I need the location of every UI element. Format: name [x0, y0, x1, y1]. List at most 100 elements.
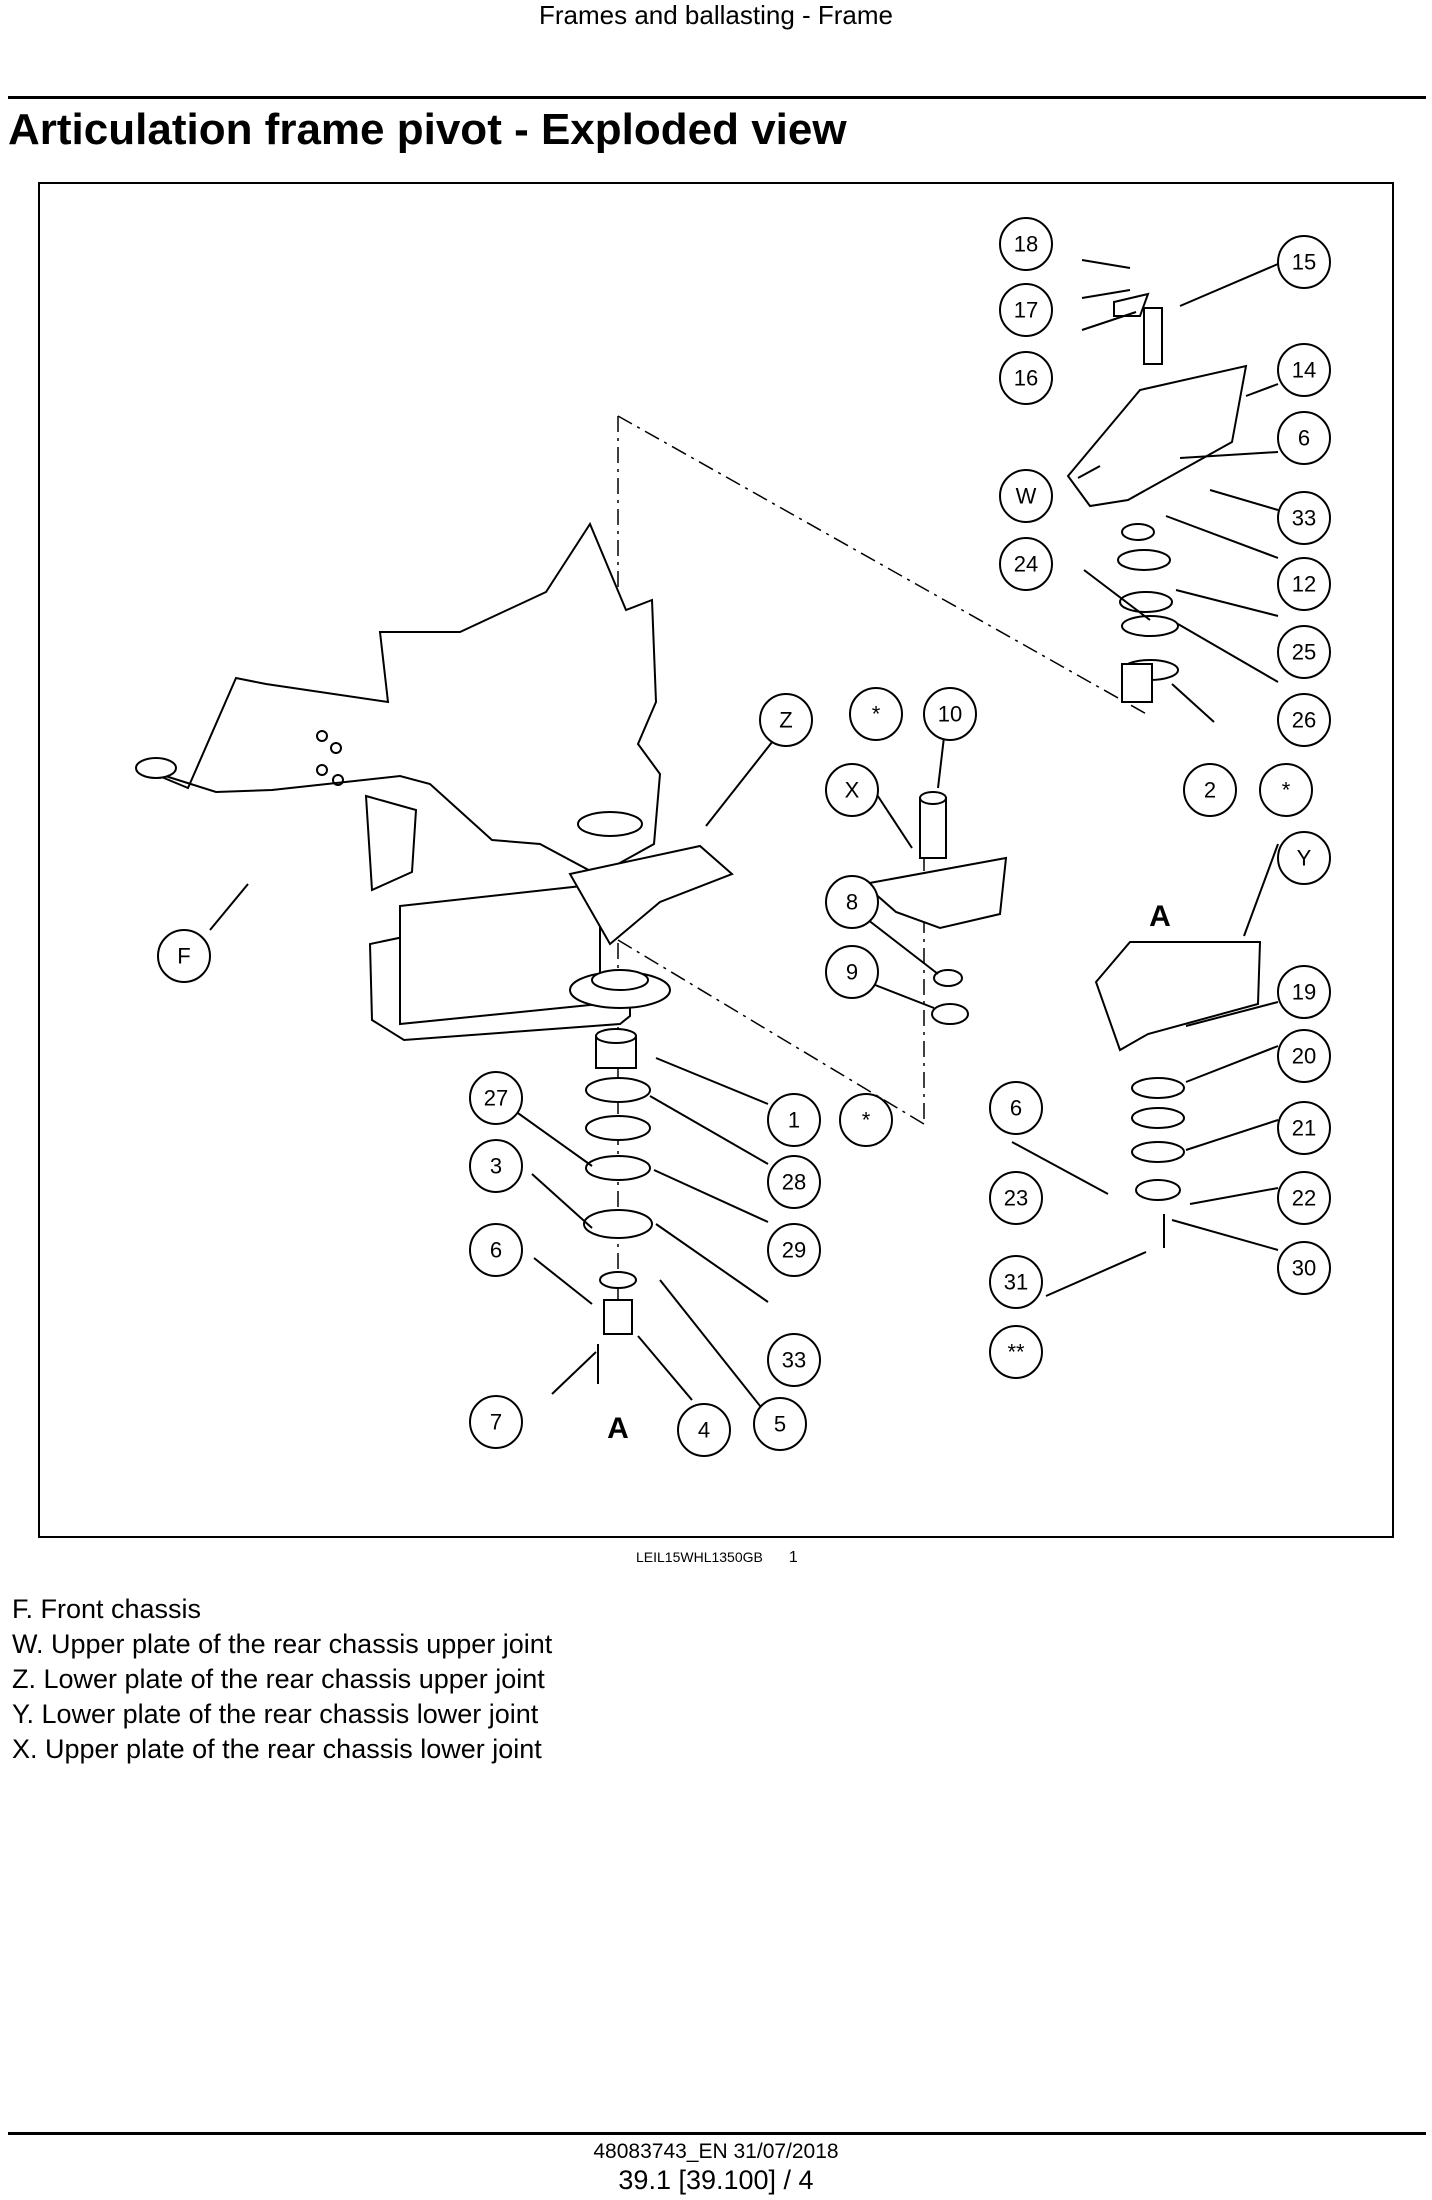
callout-26: 26 — [1277, 693, 1331, 747]
callout-x: X — [825, 763, 879, 817]
plate-z-drawing — [568, 844, 734, 946]
svg-text:29: 29 — [782, 1238, 806, 1263]
header-rule — [8, 96, 1426, 99]
svg-text:27: 27 — [484, 1086, 508, 1111]
svg-text:**: ** — [1007, 1340, 1025, 1365]
callout-15: 15 — [1277, 235, 1331, 289]
centerline-lower — [617, 939, 925, 1125]
callout-23: 23 — [989, 1171, 1043, 1225]
svg-text:6: 6 — [1010, 1096, 1022, 1121]
svg-text:12: 12 — [1292, 572, 1316, 597]
svg-text:22: 22 — [1292, 1186, 1316, 1211]
svg-text:16: 16 — [1014, 366, 1038, 391]
callout-28: 28 — [767, 1155, 821, 1209]
svg-text:24: 24 — [1014, 552, 1038, 577]
callout-7: 7 — [469, 1395, 523, 1449]
callout-asterisk-2: * — [1259, 763, 1313, 817]
svg-text:*: * — [862, 1108, 871, 1133]
figure-caption: LEIL15WHL1350GB 1 — [636, 1548, 798, 1567]
callout-double-asterisk: ** — [989, 1325, 1043, 1379]
svg-text:33: 33 — [782, 1348, 806, 1373]
footer-document-id: 48083743_EN 31/07/2018 — [593, 2140, 839, 2163]
svg-text:21: 21 — [1292, 1116, 1316, 1141]
section-header: Frames and ballasting - Frame — [538, 0, 894, 30]
callout-2: 2 — [1183, 763, 1237, 817]
page-title: Articulation frame pivot - Exploded view — [8, 105, 847, 154]
svg-text:*: * — [1282, 778, 1291, 803]
svg-text:23: 23 — [1004, 1186, 1028, 1211]
footer-page-number: 39.1 [39.100] / 4 — [618, 2165, 814, 2195]
svg-text:25: 25 — [1292, 640, 1316, 665]
svg-text:18: 18 — [1014, 232, 1038, 257]
svg-text:9: 9 — [846, 960, 858, 985]
callout-24: 24 — [999, 537, 1053, 591]
exploded-view-figure: 18 17 16 15 14 6 W 33 24 12 25 26 Z * 10… — [38, 182, 1394, 1538]
svg-text:*: * — [872, 702, 881, 727]
callout-1: 1 — [767, 1093, 821, 1147]
callout-14: 14 — [1277, 343, 1331, 397]
legend-item: W. Upper plate of the rear chassis upper… — [12, 1629, 553, 1659]
svg-text:3: 3 — [490, 1154, 502, 1179]
callout-6-left: 6 — [469, 1223, 523, 1277]
svg-text:F: F — [177, 944, 190, 969]
callout-asterisk-x: * — [849, 687, 903, 741]
callout-29: 29 — [767, 1223, 821, 1277]
svg-text:7: 7 — [490, 1410, 502, 1435]
callout-y: Y — [1277, 831, 1331, 885]
exploded-view-drawing: 18 17 16 15 14 6 W 33 24 12 25 26 Z * 10… — [135, 217, 1331, 1457]
svg-text:W: W — [1016, 484, 1037, 509]
callout-6-right: 6 — [989, 1081, 1043, 1135]
callout-4: 4 — [677, 1403, 731, 1457]
svg-text:17: 17 — [1014, 298, 1038, 323]
figure-number: 1 — [788, 1549, 798, 1566]
svg-text:20: 20 — [1292, 1044, 1316, 1069]
plate-w-drawing — [1066, 292, 1248, 703]
legend-item: Z. Lower plate of the rear chassis upper… — [12, 1664, 545, 1694]
callout-33-upper: 33 — [1277, 491, 1331, 545]
centerline-diag — [617, 415, 1151, 717]
svg-text:28: 28 — [782, 1170, 806, 1195]
callout-27: 27 — [469, 1071, 523, 1125]
figure-image-code: LEIL15WHL1350GB — [636, 1549, 763, 1565]
svg-text:1: 1 — [788, 1108, 800, 1133]
svg-text:4: 4 — [698, 1418, 710, 1443]
footer-rule — [8, 2132, 1426, 2135]
legend: F. Front chassis W. Upper plate of the r… — [12, 1592, 552, 1767]
callout-16: 16 — [999, 351, 1053, 405]
callout-33-lower: 33 — [767, 1333, 821, 1387]
plate-y-drawing — [1094, 941, 1262, 1248]
callout-19: 19 — [1277, 965, 1331, 1019]
callout-6-upper: 6 — [1277, 411, 1331, 465]
callout-12: 12 — [1277, 557, 1331, 611]
callout-25: 25 — [1277, 625, 1331, 679]
svg-text:Z: Z — [779, 708, 792, 733]
left-stack-drawing — [583, 1028, 653, 1384]
svg-text:8: 8 — [846, 890, 858, 915]
callout-31: 31 — [989, 1255, 1043, 1309]
legend-item: X. Upper plate of the rear chassis lower… — [12, 1734, 542, 1764]
legend-item: Y. Lower plate of the rear chassis lower… — [12, 1699, 539, 1729]
svg-text:10: 10 — [938, 702, 962, 727]
callout-18: 18 — [999, 217, 1053, 271]
front-chassis-drawing — [135, 521, 671, 1042]
svg-text:Y: Y — [1297, 846, 1312, 871]
callout-asterisk-1: * — [839, 1093, 893, 1147]
svg-text:26: 26 — [1292, 708, 1316, 733]
callout-5: 5 — [753, 1397, 807, 1451]
plate-x-drawing — [861, 791, 1008, 1025]
svg-text:14: 14 — [1292, 358, 1316, 383]
svg-text:30: 30 — [1292, 1256, 1316, 1281]
view-label-a-right: A — [1149, 900, 1171, 933]
callout-10: 10 — [923, 687, 977, 741]
callout-21: 21 — [1277, 1101, 1331, 1155]
svg-text:33: 33 — [1292, 506, 1316, 531]
callout-22: 22 — [1277, 1171, 1331, 1225]
callout-f: F — [157, 929, 211, 983]
callout-3: 3 — [469, 1139, 523, 1193]
svg-text:2: 2 — [1204, 778, 1216, 803]
svg-text:6: 6 — [1298, 426, 1310, 451]
view-label-a-left: A — [607, 1412, 629, 1445]
callout-w: W — [999, 469, 1053, 523]
svg-text:15: 15 — [1292, 250, 1316, 275]
svg-text:6: 6 — [490, 1238, 502, 1263]
